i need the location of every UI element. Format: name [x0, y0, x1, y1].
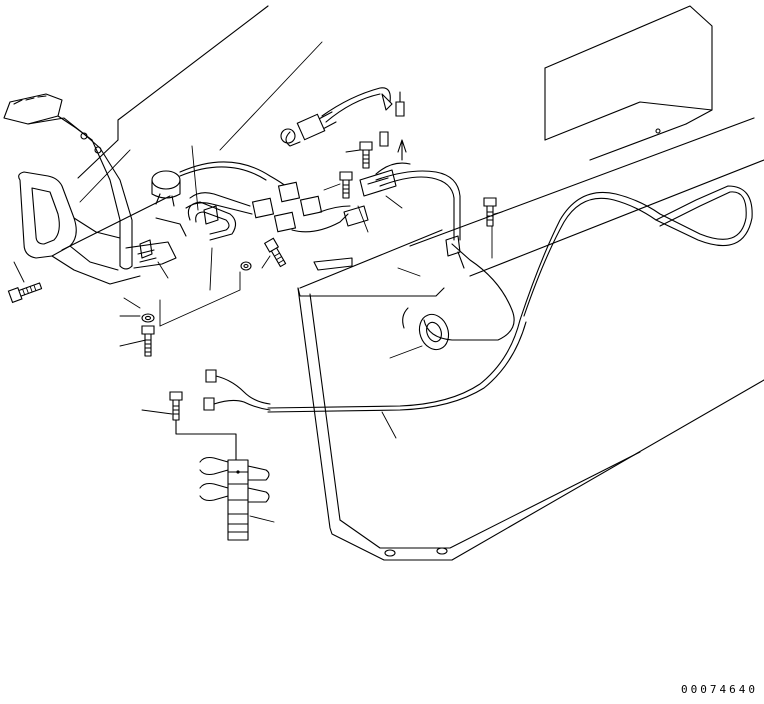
valve-component [176, 420, 269, 540]
machine-body-frame [78, 6, 764, 560]
control-lever-assembly [4, 94, 186, 284]
main-cable [204, 171, 752, 412]
relay-harness [140, 162, 350, 258]
drawing-part-number: 00074640 [681, 683, 758, 696]
plug-assembly [281, 88, 406, 160]
fasteners [8, 142, 496, 420]
connector-cluster [344, 163, 464, 268]
leader-lines [14, 42, 502, 522]
